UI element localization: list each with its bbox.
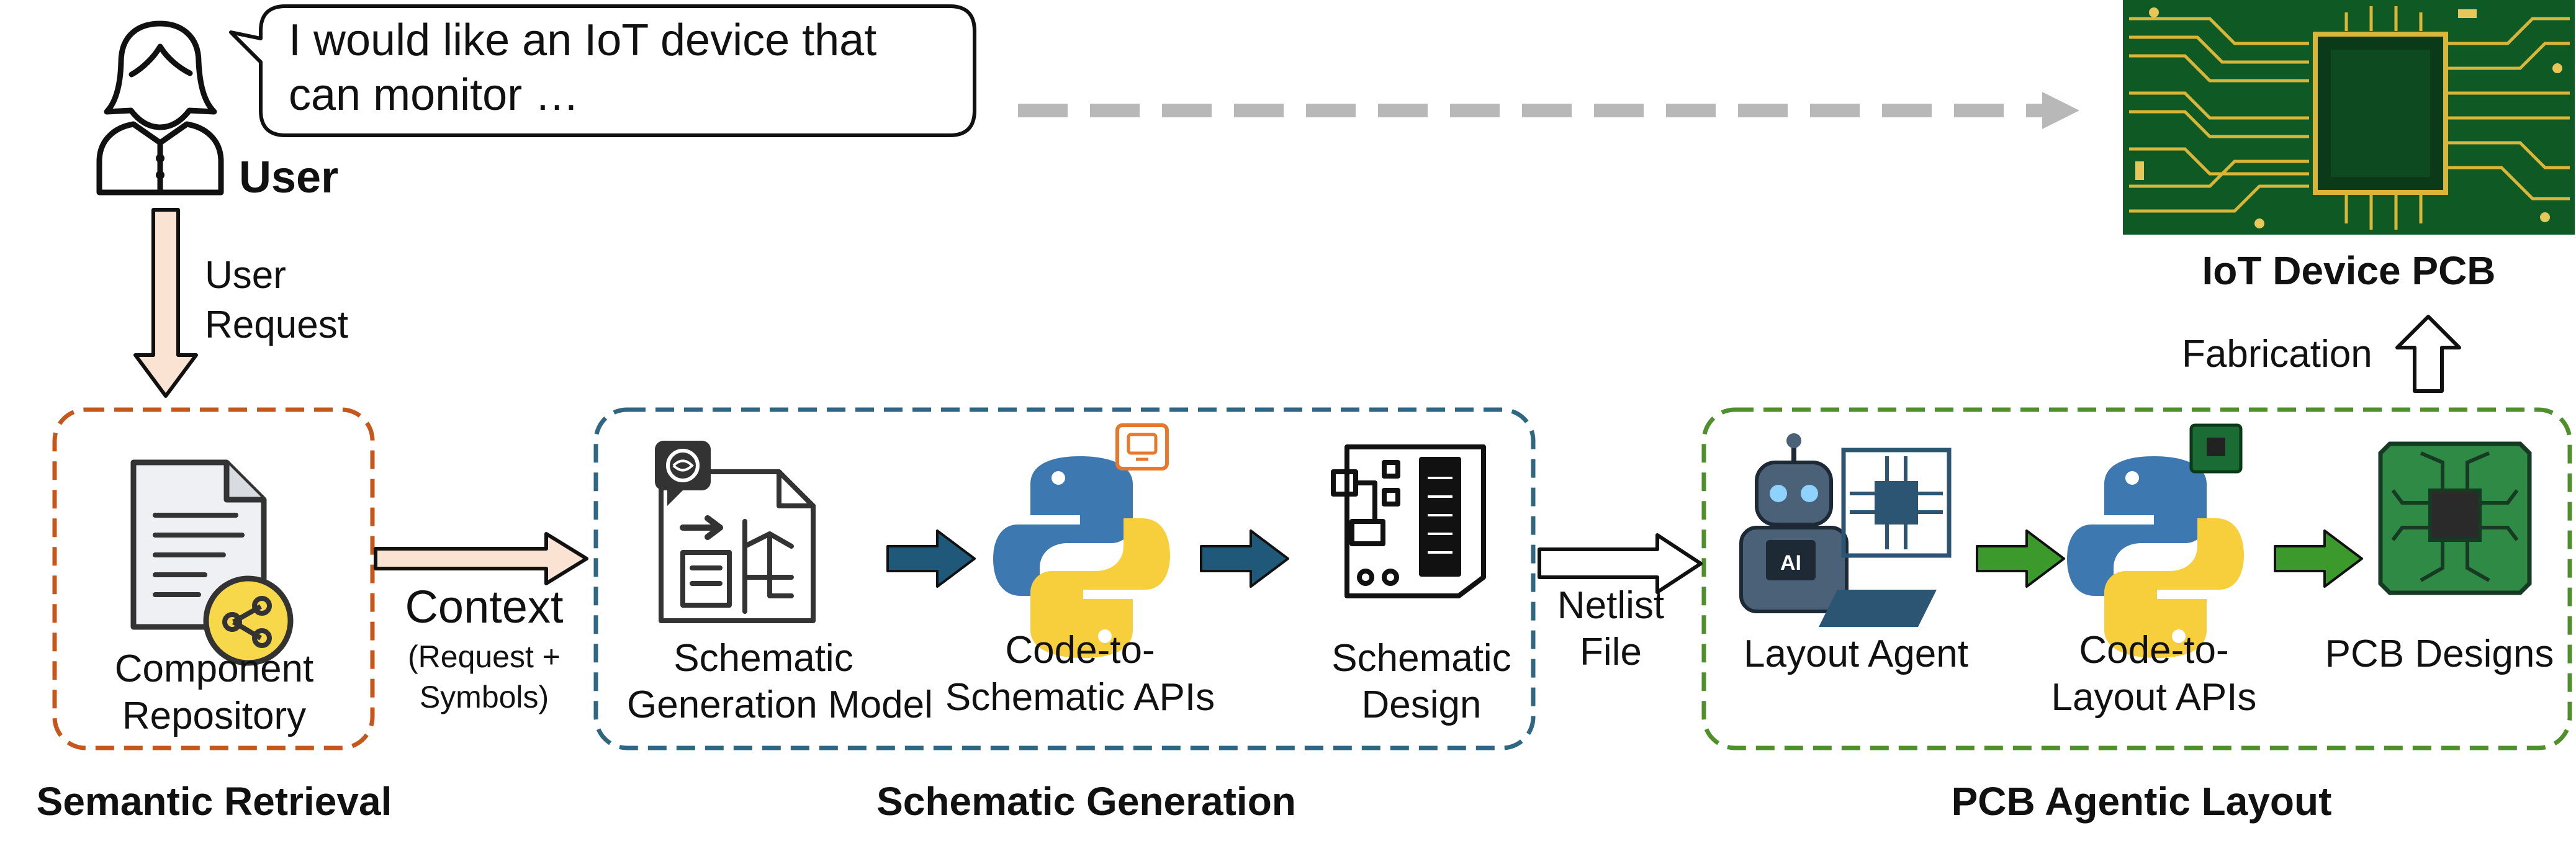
- context-sub-line2: Symbols): [419, 680, 549, 714]
- fabrication-arrow: [2395, 315, 2461, 393]
- user-request-line2: Request: [205, 304, 348, 346]
- code-to-layout-line2: Layout APIs: [2051, 676, 2257, 719]
- pcb-agentic-layout-box: [1701, 407, 2572, 750]
- user-icon: [96, 20, 224, 196]
- semantic-retrieval-title: Semantic Retrieval: [36, 779, 392, 824]
- share-icon: [203, 575, 294, 666]
- robot-badge-icon: [1115, 423, 1169, 471]
- fabrication-label: Fabrication: [2182, 333, 2372, 376]
- layout-arrow-2: [2274, 529, 2363, 588]
- code-to-schematic-line2: Schematic APIs: [945, 676, 1215, 719]
- pcb-designs-icon: [2378, 441, 2532, 595]
- schematic-model-line2: Generation Model: [627, 683, 933, 726]
- layout-agent-icon: [1739, 433, 1952, 627]
- code-to-schematic-line1: Code-to-: [1005, 629, 1155, 672]
- netlist-arrow: [1538, 533, 1703, 594]
- pcb-image: [2123, 0, 2575, 235]
- schematic-generation-box: [593, 407, 1536, 750]
- component-repository-line1: Component: [114, 647, 314, 690]
- layout-agent-label: Layout Agent: [1744, 633, 1968, 675]
- schematic-model-icon: [659, 469, 816, 623]
- speech-bubble: [229, 4, 976, 137]
- circuit-board-icon: [1331, 444, 1486, 598]
- code-to-layout-line1: Code-to-: [2079, 629, 2229, 672]
- semantic-retrieval-box: [52, 407, 375, 750]
- layout-arrow-1: [1976, 529, 2065, 588]
- python-logo-layout: [2067, 456, 2244, 658]
- user-label: User: [239, 153, 339, 202]
- brain-chat-icon: [655, 441, 711, 506]
- pcb-designs-label: PCB Designs: [2325, 633, 2554, 675]
- netlist-line1: Netlist: [1557, 584, 1665, 627]
- python-logo-schematic: [993, 456, 1170, 658]
- iot-device-pcb-label: IoT Device PCB: [2202, 248, 2496, 293]
- user-buttons: [156, 154, 164, 179]
- ai-chip-text: AI: [1780, 551, 1801, 575]
- schematic-generation-title: Schematic Generation: [876, 779, 1296, 824]
- component-repository-line2: Repository: [122, 695, 307, 737]
- schematic-arrow-2: [1200, 529, 1289, 588]
- schematic-model-line1: Schematic: [673, 637, 853, 680]
- schematic-design-line1: Schematic: [1331, 637, 1511, 680]
- context-arrow: [374, 532, 588, 585]
- user-speech-text: I would like an IoT device that can moni…: [289, 16, 877, 120]
- netlist-line2: File: [1580, 631, 1642, 673]
- schematic-arrow-1: [886, 529, 976, 588]
- context-label: Context: [405, 581, 564, 633]
- context-sub-line1: (Request +: [408, 639, 561, 674]
- pcb-badge-icon: [2189, 423, 2243, 474]
- schematic-design-line2: Design: [1361, 683, 1482, 726]
- user-request-line1: User: [205, 254, 286, 297]
- user-request-arrow: [133, 208, 198, 398]
- dashed-arrow-head: [2042, 92, 2079, 129]
- pcb-agentic-layout-title: PCB Agentic Layout: [1951, 779, 2332, 824]
